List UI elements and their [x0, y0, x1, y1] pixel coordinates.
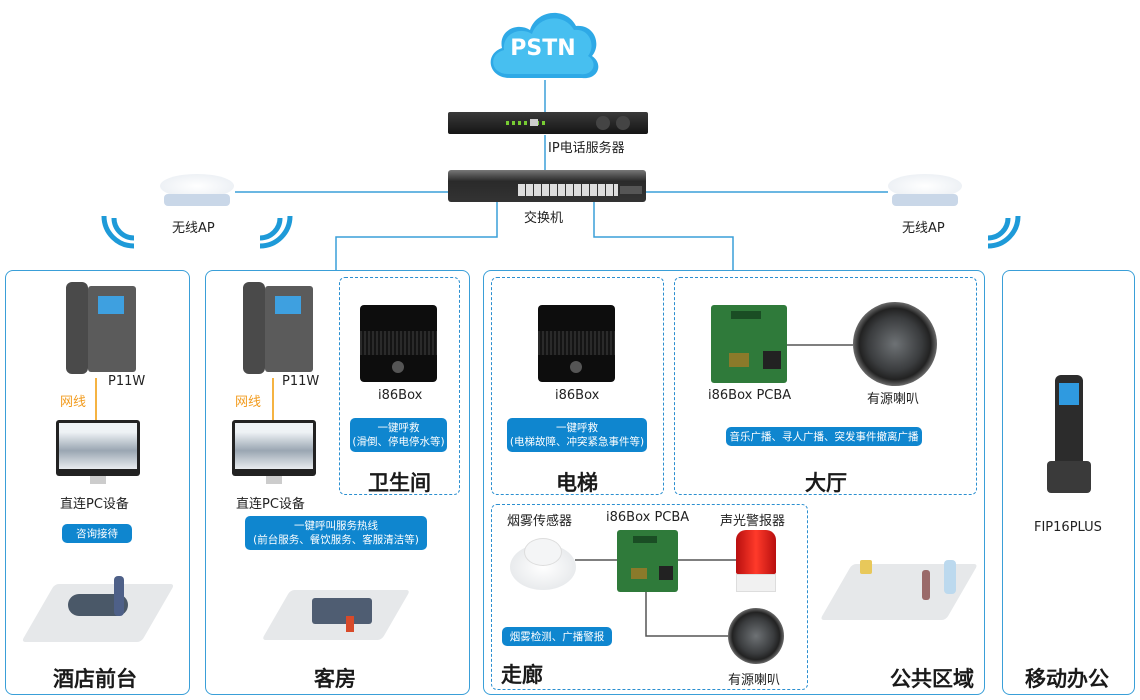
device-label: FIP16PLUS	[1034, 520, 1102, 535]
ap-right-label: 无线AP	[902, 221, 945, 236]
zone-front-desk	[5, 270, 190, 695]
desk-phone-icon	[243, 282, 313, 378]
speaker-icon	[853, 302, 937, 386]
pill-line: (前台服务、餐饮服务、客服清洁等)	[253, 534, 419, 546]
ap-left-label: 无线AP	[172, 221, 215, 236]
wireless-ap-right-icon	[888, 174, 962, 212]
device-label: i86Box	[378, 388, 423, 403]
zone-lobby	[674, 277, 977, 495]
zone-guest-room	[205, 270, 470, 695]
network-switch-icon	[448, 170, 646, 202]
wifi-signal-icon	[987, 215, 1021, 249]
pc-monitor-icon	[232, 420, 316, 486]
zone-mobile-office	[1002, 270, 1135, 695]
feature-pill: 烟雾检测、广播警报	[502, 627, 612, 646]
pstn-label: PSTN	[510, 36, 576, 61]
public-area-illustration	[819, 540, 979, 624]
feature-pill: 音乐广播、寻人广播、突发事件撤离广播	[726, 427, 922, 446]
pcba-board-icon	[617, 530, 678, 592]
feature-pill: 一键呼叫服务热线 (前台服务、餐饮服务、客服清洁等)	[245, 516, 427, 550]
feature-pill: 咨询接待	[62, 524, 132, 543]
smoke-sensor-label: 烟雾传感器	[507, 514, 573, 529]
wifi-signal-icon	[259, 215, 293, 249]
zone-elevator	[491, 277, 664, 495]
phone-label: P11W	[108, 374, 146, 389]
strobe-alarm-icon	[736, 530, 776, 594]
zone-bathroom	[339, 277, 460, 495]
switch-public-link	[593, 202, 734, 270]
cloud-icon	[490, 12, 599, 79]
reception-illustration	[21, 566, 175, 644]
pcba-label: i86Box PCBA	[606, 510, 690, 525]
pill-line: (电梯故障、冲突紧急事件等)	[509, 436, 645, 448]
feature-pill: 一键呼救 (电梯故障、冲突紧急事件等)	[507, 418, 647, 452]
zone-corridor	[491, 504, 808, 690]
pcba-board-icon	[711, 305, 787, 383]
device-label: i86Box	[555, 388, 600, 403]
zone-title-bathroom: 卫生间	[368, 471, 431, 495]
zone-title-front-desk: 酒店前台	[53, 667, 137, 691]
desk-phone-icon	[66, 282, 136, 378]
pill-line: 一键呼救	[377, 422, 420, 434]
server-label: IP电话服务器	[548, 141, 625, 156]
phone-label: P11W	[282, 374, 320, 389]
zone-title-public-area: 公共区域	[890, 667, 974, 691]
pc-label: 直连PC设备	[60, 497, 129, 512]
pc-label: 直连PC设备	[236, 497, 305, 512]
speaker-label: 有源喇叭	[728, 673, 781, 688]
zone-public-area	[483, 270, 985, 695]
wifi-signal-icon	[101, 215, 135, 249]
pcba-speaker-link	[645, 592, 728, 637]
pill-line: 一键呼救	[556, 422, 598, 434]
dect-handset-icon	[1045, 375, 1093, 495]
zone-title-corridor: 走廊	[501, 663, 543, 687]
i86box-icon	[538, 305, 615, 382]
zone-title-lobby: 大厅	[805, 471, 847, 495]
alarm-label: 声光警报器	[720, 514, 786, 529]
zone-title-guest-room: 客房	[314, 667, 356, 691]
pstn-cloud: PSTN	[482, 4, 604, 82]
i86box-icon	[360, 305, 437, 382]
cable-label: 网线	[60, 395, 87, 410]
pill-line: (滑倒、停电停水等)	[352, 436, 445, 448]
speaker-label: 有源喇叭	[867, 392, 920, 407]
guest-room-illustration	[261, 570, 411, 644]
speaker-icon	[728, 608, 784, 664]
pill-line: 一键呼叫服务热线	[294, 520, 378, 532]
wireless-ap-left-icon	[160, 174, 234, 212]
zone-title-mobile-office: 移动办公	[1025, 667, 1109, 691]
switch-label: 交换机	[524, 211, 564, 226]
pc-monitor-icon	[56, 420, 140, 486]
feature-pill: 一键呼救 (滑倒、停电停水等)	[350, 418, 447, 452]
zone-title-elevator: 电梯	[556, 471, 598, 495]
ip-pbx-server-icon	[448, 112, 648, 134]
switch-guest-link	[335, 202, 498, 270]
smoke-sensor-icon	[510, 534, 576, 592]
pcba-label: i86Box PCBA	[708, 388, 792, 403]
cable-label: 网线	[235, 395, 262, 410]
